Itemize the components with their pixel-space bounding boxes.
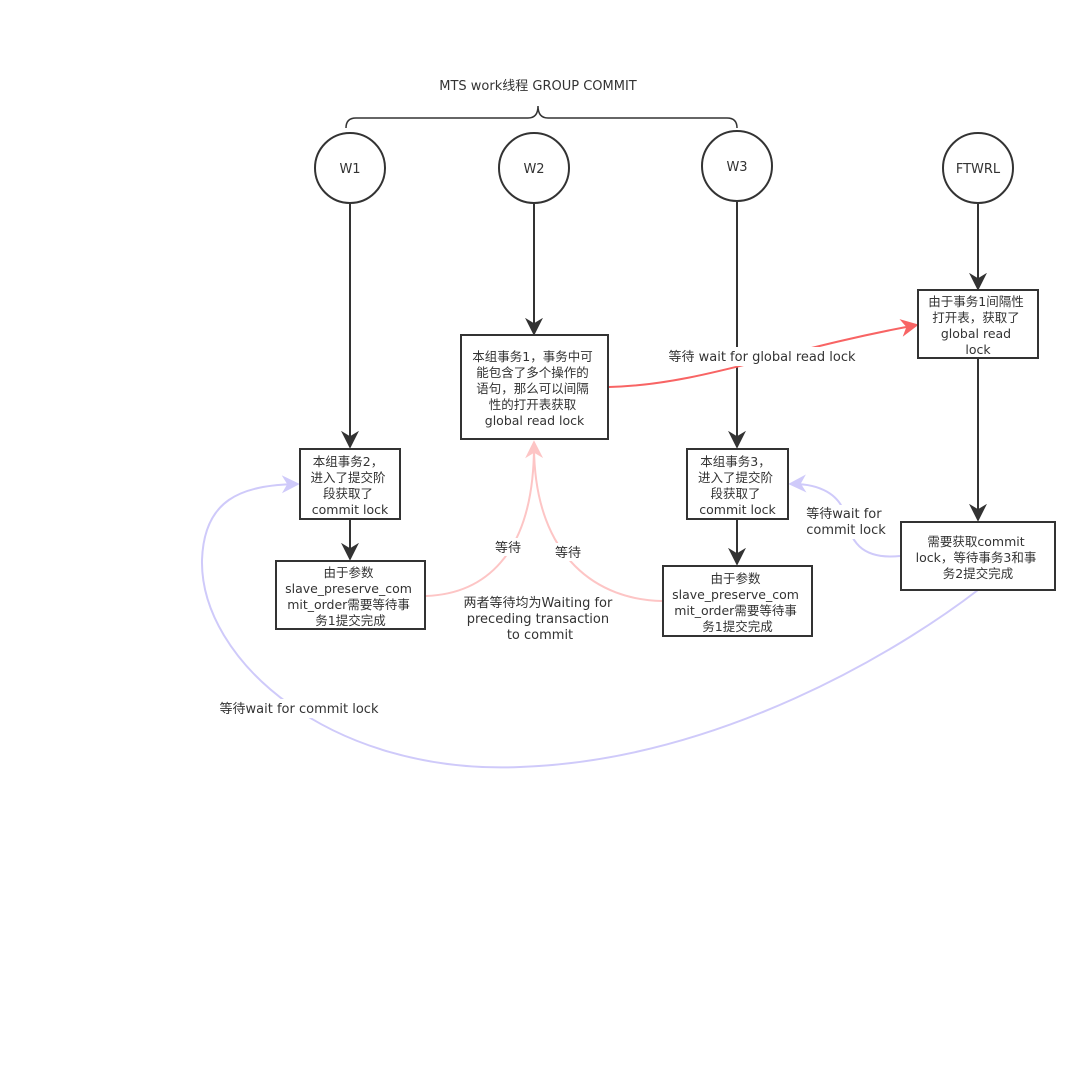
worker-w1[interactable]: W1: [314, 132, 386, 204]
label-commit-lock-long: 等待wait for commit lock: [220, 701, 379, 717]
arrow-commit-lock-long: [200, 475, 979, 769]
label-bg: [492, 538, 524, 556]
label-bg: [668, 347, 856, 366]
label-global-read-lock: 等待 wait for global read lock: [668, 349, 855, 365]
label-wait-right: 等待: [555, 545, 581, 561]
box-w3-tx3[interactable]: 本组事务3， 进入了提交阶 段获取了 commit lock: [686, 448, 789, 520]
box-text: 本组事务1，事务中可 能包含了多个操作的 语句，那么可以间隔 性的打开表获取 g…: [472, 349, 596, 428]
box-w1-tx2[interactable]: 本组事务2， 进入了提交阶 段获取了 commit lock: [299, 448, 401, 520]
label-commit-lock-short: 等待wait for commit lock: [806, 506, 886, 538]
box-text: 由于参数 slave_preserve_com mit_order需要等待事 务…: [285, 565, 416, 628]
box-text: 本组事务2， 进入了提交阶 段获取了 commit lock: [311, 454, 390, 517]
arrow-wait-right: [533, 447, 663, 602]
worker-label: W1: [339, 162, 360, 177]
worker-w3[interactable]: W3: [701, 130, 773, 202]
group-brace: [345, 105, 738, 129]
label-wait-left: 等待: [495, 540, 521, 556]
box-text: 本组事务3， 进入了提交阶 段获取了 commit lock: [698, 454, 777, 517]
box-text: 需要获取commit lock，等待事务3和事 务2提交完成: [916, 534, 1041, 581]
label-both-waiting: 两者等待均为Waiting for preceding transaction …: [464, 595, 617, 643]
diagram-title: MTS work线程 GROUP COMMIT: [439, 79, 637, 94]
worker-label: W2: [523, 162, 544, 177]
box-ftwrl-need[interactable]: 需要获取commit lock，等待事务3和事 务2提交完成: [900, 521, 1056, 591]
arrow-wait-left: [425, 440, 544, 597]
box-w3-wait[interactable]: 由于参数 slave_preserve_com mit_order需要等待事 务…: [662, 565, 813, 637]
box-ftwrl-got[interactable]: 由于事务1间隔性 打开表，获取了 global read lock: [917, 289, 1039, 359]
worker-ftwrl[interactable]: FTWRL: [942, 132, 1014, 204]
label-bg: [218, 699, 380, 718]
box-text: 由于事务1间隔性 打开表，获取了 global read lock: [928, 294, 1027, 357]
box-text: 由于参数 slave_preserve_com mit_order需要等待事 务…: [672, 571, 803, 634]
box-w1-wait[interactable]: 由于参数 slave_preserve_com mit_order需要等待事 务…: [275, 560, 426, 630]
worker-label: FTWRL: [956, 162, 1001, 177]
worker-w2[interactable]: W2: [498, 132, 570, 204]
worker-label: W3: [726, 160, 747, 175]
label-bg: [552, 543, 584, 561]
label-bg: [804, 505, 888, 539]
box-w2-tx1[interactable]: 本组事务1，事务中可 能包含了多个操作的 语句，那么可以间隔 性的打开表获取 g…: [460, 334, 609, 440]
